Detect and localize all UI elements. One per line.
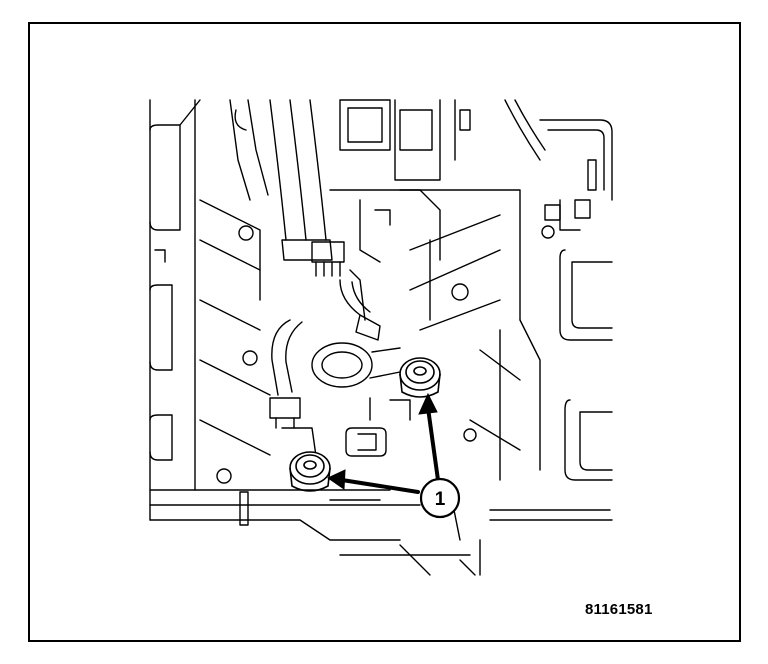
harness-clip [281,239,333,261]
electrical-connector [311,241,345,263]
callout-number: 1 [435,489,446,510]
left-slot-middle [149,284,173,371]
figure-id-code: 81161581 [585,601,653,618]
pointer-arrow-lower [340,478,420,494]
pointer-arrowhead-lower [326,469,346,490]
bolt-head-upper [399,357,441,398]
left-slot-upper [149,124,181,231]
figure-frame [28,22,741,642]
callout-circle: 1 [419,477,461,519]
mounting-hole-left [238,225,254,241]
mounting-hole-center [451,283,469,301]
sensor-lead-left [285,321,303,393]
sensor-lead-right [339,279,361,316]
pointer-arrowhead-upper [418,392,438,415]
left-slot-lower [149,414,173,461]
pointer-arrow-upper [426,406,440,482]
bolt-head-lower [289,451,331,492]
